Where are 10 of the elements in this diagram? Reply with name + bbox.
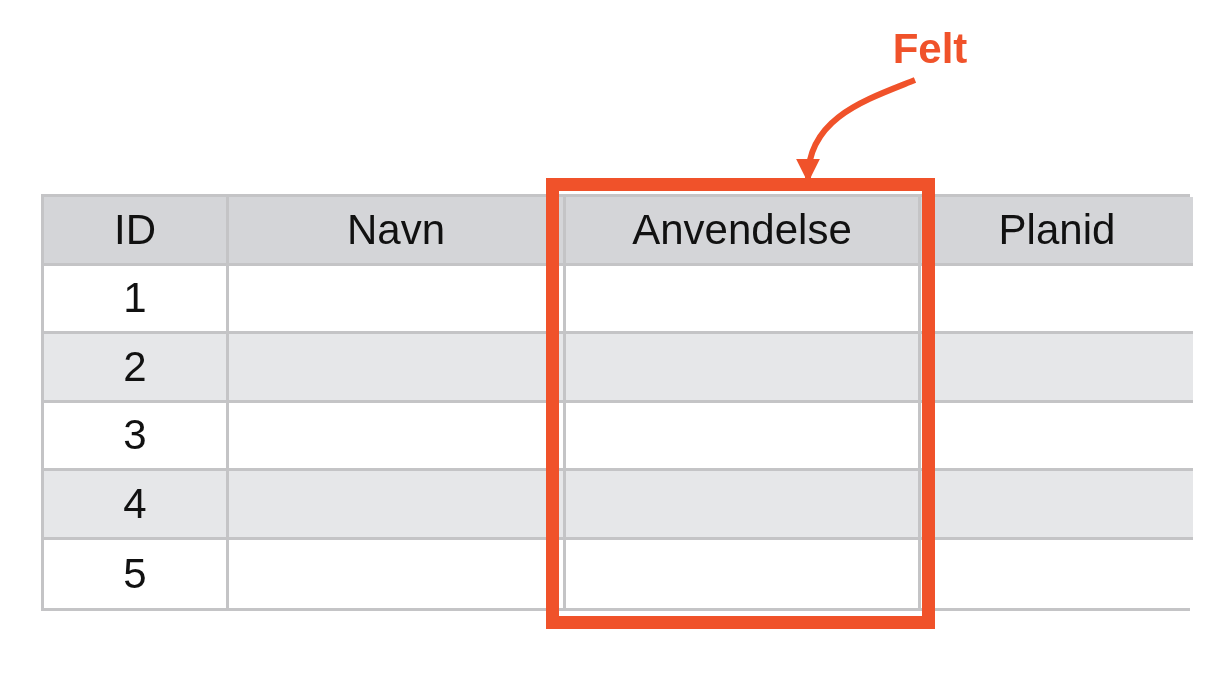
- column-header: ID: [44, 197, 229, 266]
- column-header: Anvendelse: [566, 197, 921, 266]
- row-id: 2: [44, 334, 229, 403]
- row-id: 3: [44, 402, 229, 471]
- callout-label: Felt: [880, 24, 980, 74]
- column-header: Navn: [229, 197, 566, 266]
- row-id: 4: [44, 471, 229, 540]
- highlight-frame: [546, 178, 935, 629]
- row-id: 1: [44, 265, 229, 334]
- column-header: Planid: [921, 197, 1193, 266]
